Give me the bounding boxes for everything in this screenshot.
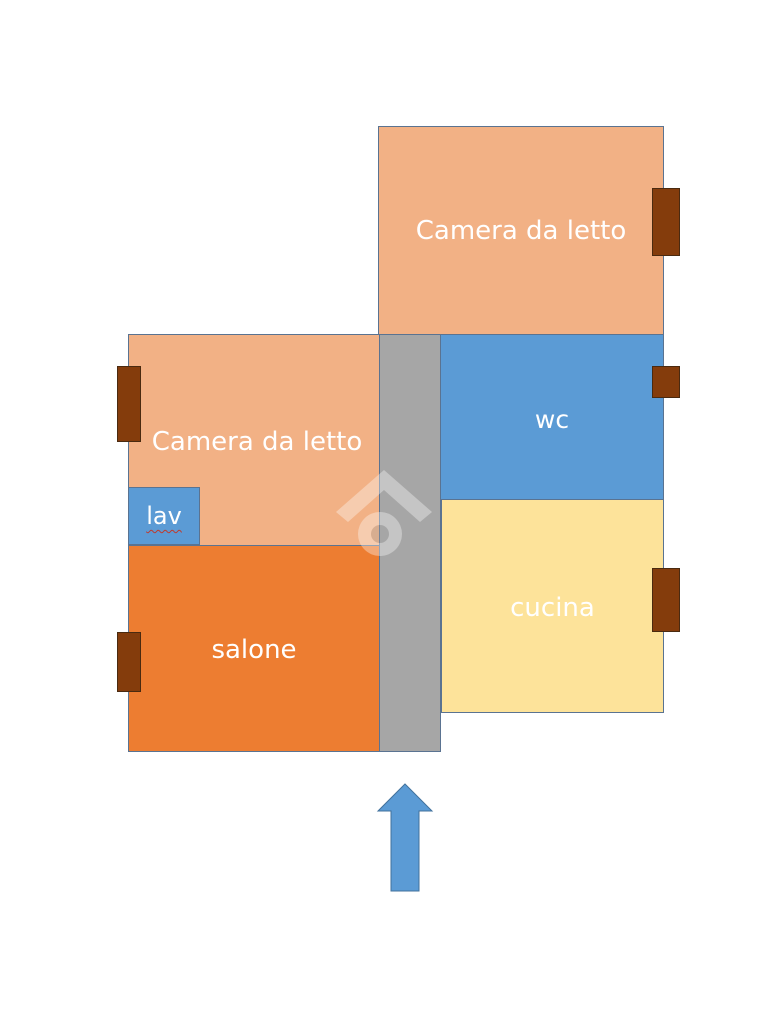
window-bedroom-top xyxy=(652,188,680,256)
entrance-arrow-icon xyxy=(376,783,434,892)
bathroom: wc xyxy=(440,334,664,500)
window-bedroom-left xyxy=(117,366,141,442)
kitchen-label: cucina xyxy=(510,593,595,623)
living-room: salone xyxy=(128,545,380,752)
bathroom-label: wc xyxy=(534,405,570,434)
laundry-label: lav xyxy=(146,502,182,530)
laundry: lav xyxy=(128,487,200,545)
bedroom-top-label: Camera da letto xyxy=(415,216,627,246)
window-kitchen xyxy=(652,568,680,632)
bedroom-left-label: Camera da letto xyxy=(151,427,363,457)
kitchen: cucina xyxy=(441,499,664,713)
living-room-label: salone xyxy=(211,635,297,665)
window-bathroom xyxy=(652,366,680,398)
bedroom-top: Camera da letto xyxy=(378,126,664,335)
watermark-logo-icon xyxy=(336,470,432,556)
window-living-room xyxy=(117,632,141,692)
